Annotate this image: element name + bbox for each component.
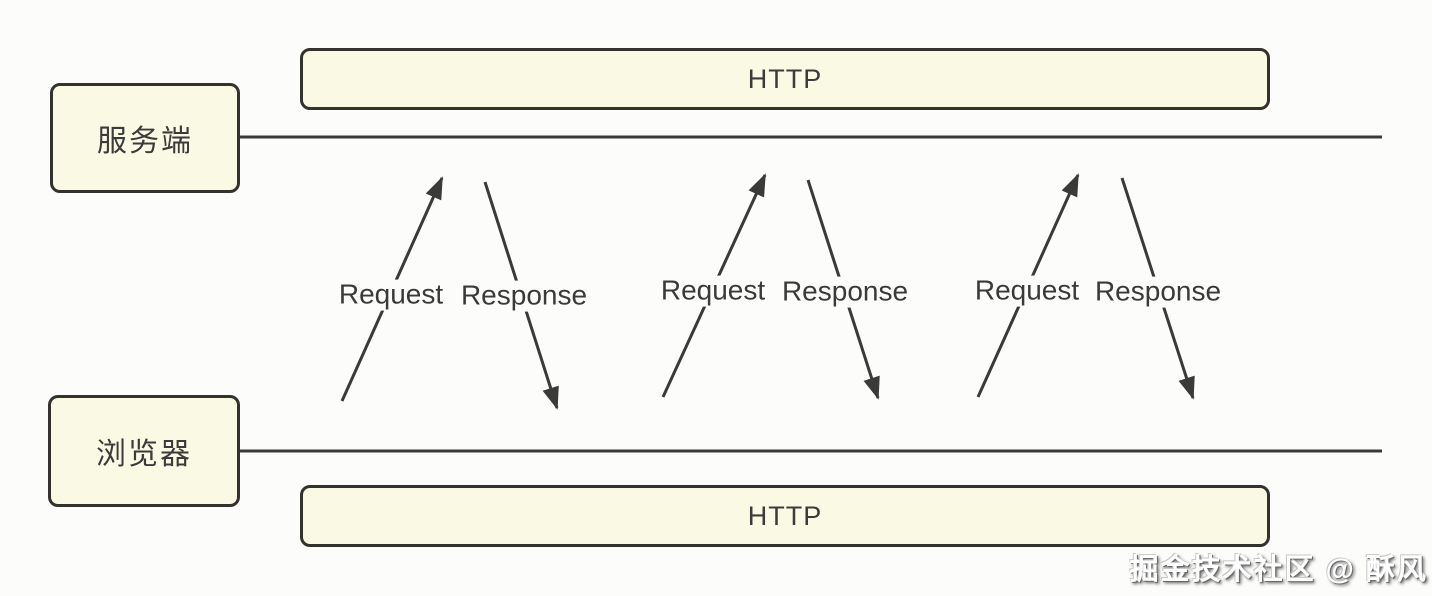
response-label-1: Response: [455, 280, 593, 312]
http-bar-top-label: HTTP: [747, 63, 823, 94]
server-node-label: 服务端: [97, 125, 193, 158]
server-node: 服务端: [50, 83, 240, 193]
browser-node-label: 浏览器: [96, 438, 192, 471]
browser-node: 浏览器: [48, 395, 240, 507]
request-label-3: Request: [969, 275, 1085, 307]
http-bar-bottom: HTTP: [300, 485, 1270, 547]
http-bar-bottom-label: HTTP: [747, 500, 823, 531]
request-label-2: Request: [655, 275, 771, 307]
request-label-1: Request: [333, 279, 449, 311]
watermark: 掘金技术社区 @ 酥风: [1129, 554, 1428, 586]
response-label-2: Response: [776, 276, 914, 308]
response-label-3: Response: [1089, 276, 1227, 308]
http-bar-top: HTTP: [300, 48, 1270, 110]
